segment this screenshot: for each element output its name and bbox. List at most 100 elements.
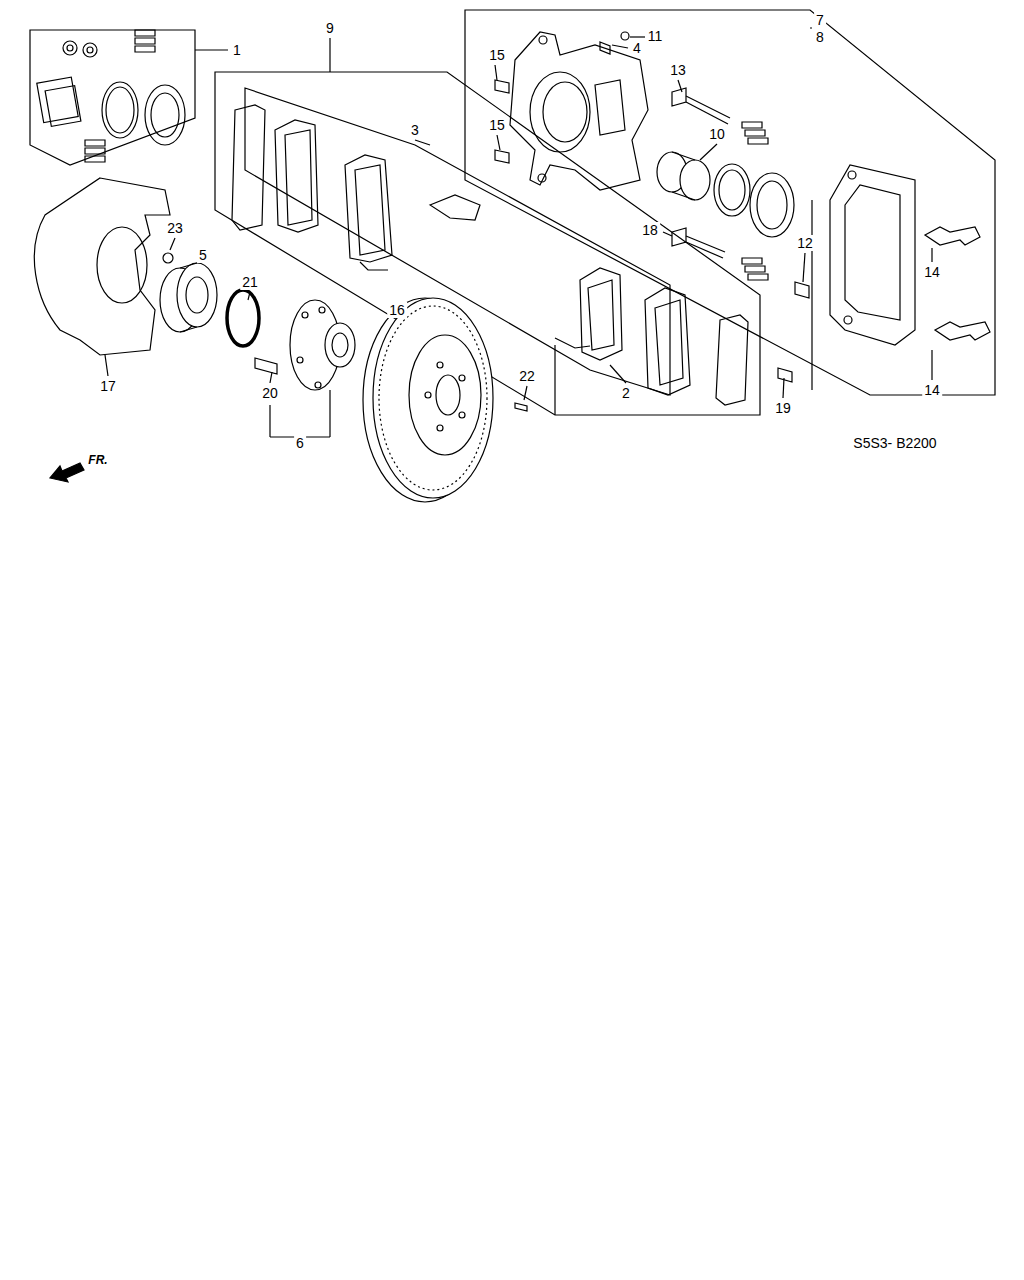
leader-line (612, 45, 628, 48)
caliper-bracket (830, 165, 915, 345)
leader-line (524, 386, 527, 400)
leader-line (810, 27, 812, 28)
hub (255, 300, 355, 390)
callout-number: 16 (387, 302, 407, 318)
bearing (186, 277, 208, 313)
diagram-code: S5S3- B2200 (851, 435, 938, 451)
brake-disc (437, 362, 443, 368)
leader-line (610, 365, 626, 383)
caliper-pins-seals (714, 164, 750, 216)
splash-shield (34, 178, 173, 355)
callout-number: 17 (98, 378, 118, 394)
brake-disc (373, 298, 493, 498)
group-outline (30, 10, 995, 415)
callout-number: 13 (668, 62, 688, 78)
caliper-pins-seals (742, 258, 768, 280)
brake-pad (232, 105, 748, 405)
leader-line (269, 405, 270, 437)
hub (302, 312, 308, 318)
caliper-pins-seals (686, 96, 730, 118)
pad-clip (935, 322, 990, 340)
leader-line (811, 200, 812, 390)
brake-disc (425, 392, 431, 398)
caliper-pins-seals (742, 122, 768, 144)
splash-shield (163, 253, 173, 263)
callout-number: 5 (197, 247, 209, 263)
caliper-body (538, 174, 546, 182)
seal-kit (102, 82, 138, 138)
caliper-body (600, 42, 610, 54)
seal-kit (85, 140, 105, 162)
callout-number: 14 (922, 264, 942, 280)
callout-number: 15 (487, 117, 507, 133)
hub (297, 357, 303, 363)
callout-number: 22 (517, 368, 537, 384)
seal-kit (151, 93, 179, 137)
caliper-pins-seals (686, 242, 723, 258)
splash-shield (34, 178, 170, 355)
seal-kit (45, 86, 81, 127)
brake-pad (588, 280, 614, 350)
callout-number: 11 (646, 28, 665, 44)
bearing (177, 263, 217, 327)
caliper-body (539, 36, 547, 44)
caliper-bracket (844, 316, 852, 324)
caliper-pins-seals (672, 152, 695, 160)
leader-line (105, 28, 932, 437)
pad-clip (925, 227, 980, 245)
caliper-pins-seals (672, 88, 686, 106)
callout-number: 15 (487, 47, 507, 63)
callout-number: 4 (631, 40, 643, 56)
brake-disc (363, 298, 527, 502)
brake-disc (437, 425, 443, 431)
leader-line (630, 36, 645, 37)
callout-number: 12 (795, 235, 815, 251)
hub (332, 333, 348, 357)
callout-number: 9 (324, 20, 336, 36)
brake-disc (436, 375, 460, 415)
caliper-pins-seals (672, 228, 686, 246)
leader-line (497, 135, 500, 150)
seal-kit (135, 30, 155, 52)
hub (319, 307, 325, 313)
brake-disc (459, 412, 465, 418)
caliper-body (495, 32, 648, 190)
leader-line (663, 232, 672, 236)
hub (315, 382, 321, 388)
bearing (180, 263, 197, 268)
leader-line (700, 144, 717, 160)
brake-pad (275, 120, 318, 232)
brake-pad (716, 315, 748, 405)
brake-disc (515, 403, 527, 411)
leader-line (195, 49, 228, 50)
callout-number: 3 (409, 122, 421, 138)
snap-ring (227, 290, 259, 346)
leader-line (931, 248, 932, 262)
seal-kit (63, 41, 77, 55)
caliper-pins-seals (778, 368, 792, 382)
caliper-pins-seals (657, 88, 809, 382)
caliper-body (621, 32, 629, 40)
caliper-pins-seals (750, 173, 794, 237)
leader-line (415, 140, 430, 145)
seal-kit (145, 85, 185, 145)
bearing (160, 263, 217, 332)
brake-pad (355, 165, 385, 255)
hub (325, 323, 355, 367)
callout-number: 23 (165, 220, 185, 236)
brake-disc (379, 306, 487, 490)
leader-line (495, 65, 497, 80)
leader-line (105, 355, 108, 376)
seal-kit (87, 47, 93, 53)
caliper-pins-seals (672, 192, 695, 200)
leader-line (931, 350, 932, 380)
brake-disc (459, 375, 465, 381)
brake-pad (655, 300, 683, 385)
brake-pad (285, 130, 312, 225)
brake-pad (430, 195, 480, 220)
brake-pad (555, 338, 590, 348)
brake-disc (409, 335, 481, 455)
caliper-bracket (845, 185, 900, 320)
callout-number: 8 (814, 29, 826, 45)
